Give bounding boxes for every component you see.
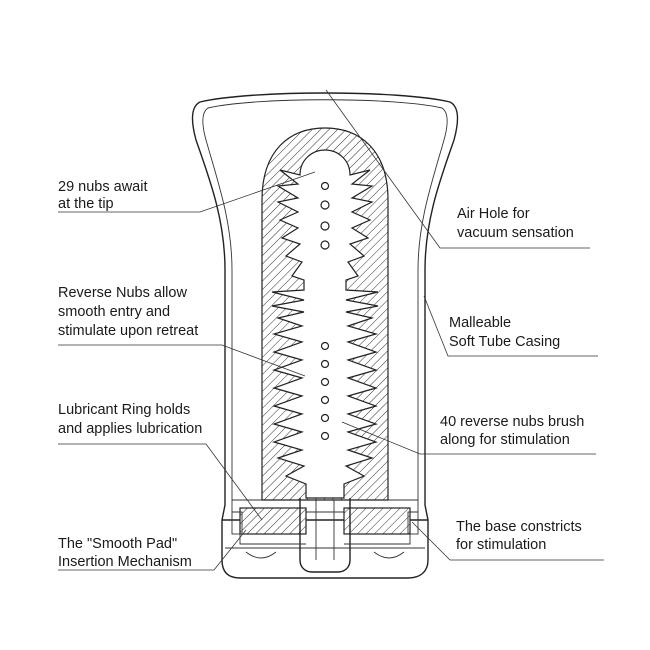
leader-casing	[423, 295, 598, 357]
label-reverse-40-1: 40 reverse nubs brush	[440, 414, 584, 430]
label-reverse-nubs-1: Reverse Nubs allow	[58, 285, 187, 301]
label-casing-1: Malleable	[449, 315, 511, 331]
leader-lines	[58, 89, 604, 571]
label-nubs-tip-2: at the tip	[58, 196, 114, 212]
leader-reverse-nubs	[58, 344, 306, 377]
base-mechanism	[231, 498, 419, 573]
label-smooth-pad-1: The "Smooth Pad"	[58, 536, 177, 552]
label-base-1: The base constricts	[456, 519, 582, 535]
label-smooth-pad-2: Insertion Mechanism	[58, 554, 192, 570]
inner-sleeve	[261, 127, 389, 501]
leader-reverse-40	[341, 421, 596, 455]
label-reverse-nubs-3: stimulate upon retreat	[58, 323, 198, 339]
label-lubricant-ring-2: and applies lubrication	[58, 421, 202, 437]
label-base-2: for stimulation	[456, 537, 546, 553]
label-reverse-nubs-2: smooth entry and	[58, 304, 170, 320]
label-casing-2: Soft Tube Casing	[449, 334, 560, 350]
label-air-hole-1: Air Hole for	[457, 206, 530, 222]
leader-base	[411, 521, 604, 561]
leader-nubs-tip	[58, 171, 316, 213]
callout-labels: 29 nubs await at the tip Air Hole for va…	[58, 179, 584, 570]
leader-lubricant-ring	[58, 443, 263, 521]
leader-air-hole	[325, 89, 590, 249]
leader-smooth-pad	[58, 529, 247, 571]
label-air-hole-2: vacuum sensation	[457, 225, 574, 241]
label-nubs-tip-1: 29 nubs await	[58, 179, 147, 195]
label-reverse-40-2: along for stimulation	[440, 432, 570, 448]
label-lubricant-ring-1: Lubricant Ring holds	[58, 402, 190, 418]
